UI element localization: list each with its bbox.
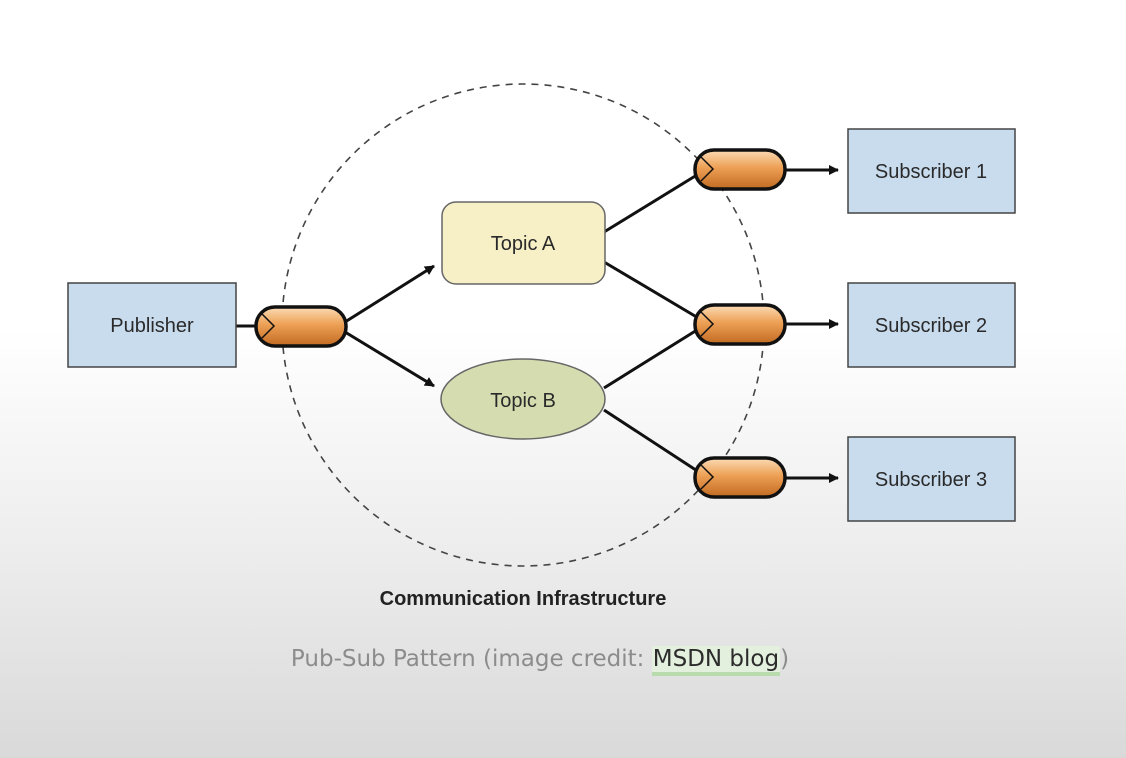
channel-pipe	[693, 456, 787, 499]
topic-b-to-sub3-line	[603, 408, 706, 478]
caption-prefix: Pub-Sub Pattern (image credit:	[290, 646, 652, 672]
publisher-node: Publisher	[67, 282, 237, 368]
subscriber-2-channel	[693, 303, 787, 346]
channel-pipe	[693, 303, 787, 346]
msdn-blog-link[interactable]: MSDN blog	[651, 646, 781, 676]
subscriber-3-channel	[693, 456, 787, 499]
arrow-to-topic-b	[344, 330, 435, 388]
connectors	[236, 165, 839, 483]
topic-a-to-sub2-line	[603, 260, 706, 324]
arrow-to-topic-a	[344, 264, 435, 324]
channel-pipe	[693, 148, 787, 191]
subscriber-3-box	[847, 436, 1016, 522]
topic-b-ellipse	[440, 358, 606, 440]
infrastructure-boundary	[281, 83, 765, 567]
topic-b-node: Topic B	[440, 358, 606, 440]
subscriber-1-node: Subscriber 1	[847, 128, 1016, 214]
pipe-mouth	[261, 313, 276, 339]
topic-a-label: Topic A	[491, 233, 556, 255]
pipe-mouth	[700, 311, 715, 337]
figure-caption: Pub-Sub Pattern (image credit: MSDN blog…	[0, 646, 1080, 676]
infrastructure-label: Communication Infrastructure	[379, 588, 667, 610]
topic-b-label: Topic B	[490, 390, 556, 412]
publisher-label: Publisher	[110, 315, 194, 337]
subscriber-2-label: Subscriber 2	[875, 315, 987, 337]
topic-b-to-sub2-line	[603, 323, 706, 390]
topic-a-box	[441, 201, 606, 285]
subscriber-2-box	[847, 282, 1016, 368]
topic-a-node: Topic A	[441, 201, 606, 285]
publisher-channel	[254, 305, 348, 348]
subscriber-1-label: Subscriber 1	[875, 161, 987, 183]
subscriber-3-label: Subscriber 3	[875, 469, 987, 491]
subscriber-2-node: Subscriber 2	[847, 282, 1016, 368]
channel-pipe	[254, 305, 348, 348]
pipe-mouth	[700, 464, 715, 490]
caption-suffix: )	[780, 646, 790, 672]
topic-a-to-sub1-line	[603, 168, 706, 234]
subscriber-1-channel	[693, 148, 787, 191]
subscriber-3-node: Subscriber 3	[847, 436, 1016, 522]
pipe-mouth	[700, 156, 715, 182]
subscriber-1-box	[847, 128, 1016, 214]
publisher-box	[67, 282, 237, 368]
